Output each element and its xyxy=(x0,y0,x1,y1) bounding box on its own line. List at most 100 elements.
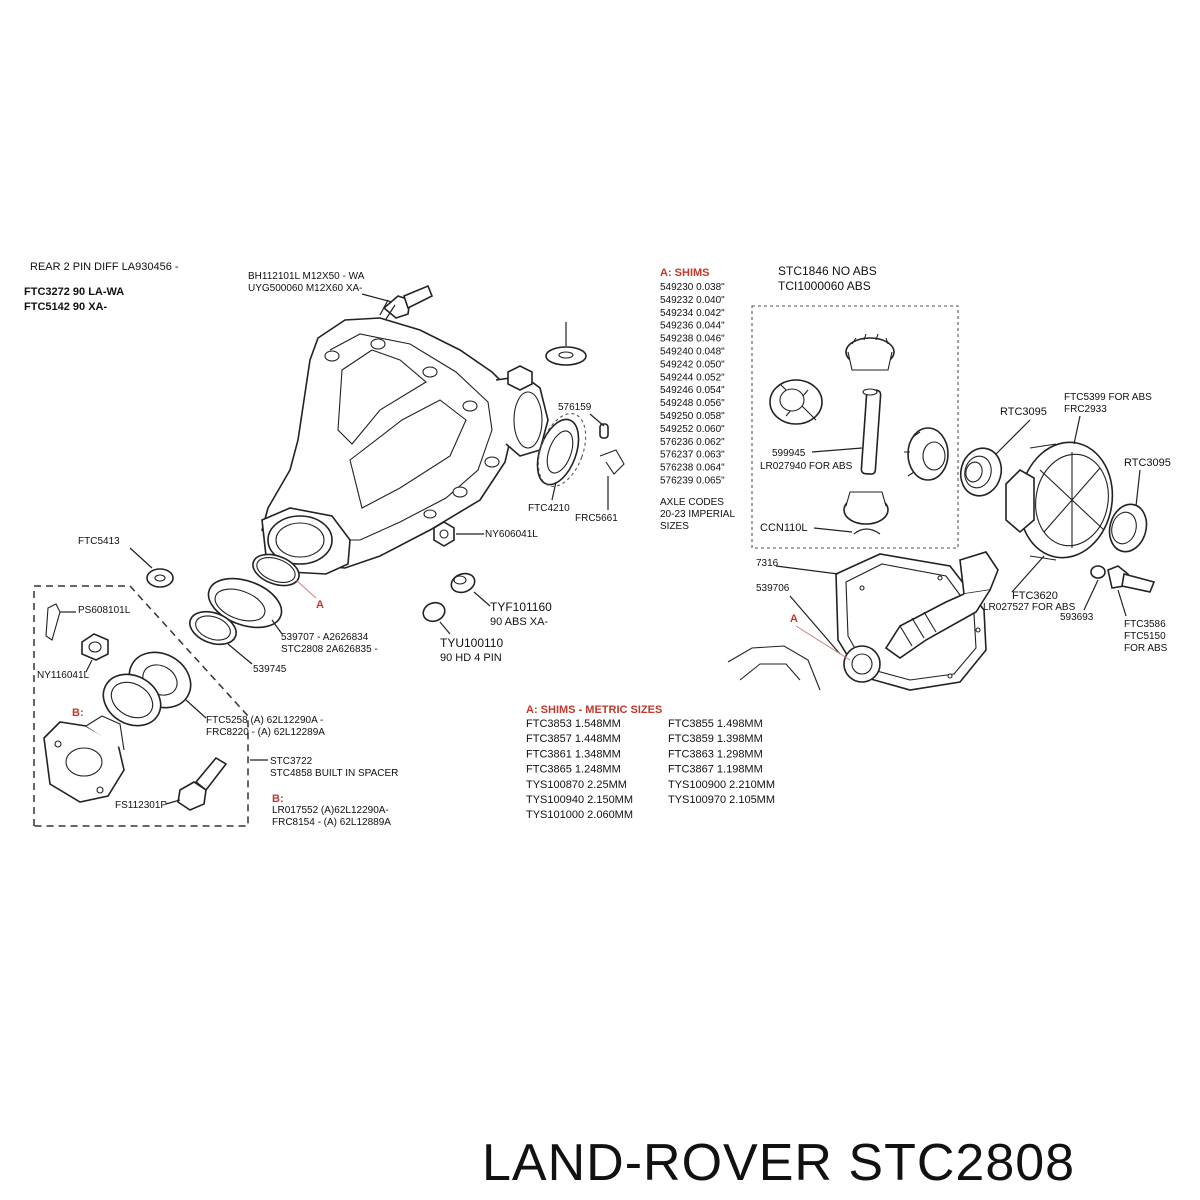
differential-housing xyxy=(261,317,549,575)
shims-imperial-title: A: SHIMS xyxy=(660,267,710,279)
label-ftc4210: FTC4210 xyxy=(528,503,570,514)
bolt-label-1: BH112101L M12X50 - WA xyxy=(248,271,365,282)
header-line-2: FTC3272 90 LA-WA xyxy=(24,286,124,298)
abs-ring xyxy=(536,413,587,487)
shim-row: TYS100970 2.105MM xyxy=(668,794,775,806)
label-539706: 539706 xyxy=(756,583,790,594)
circlip-ccn110l xyxy=(813,527,881,535)
shim-row: 576238 0.064" xyxy=(660,463,725,474)
label-tyu100110-2: 90 HD 4 PIN xyxy=(440,652,502,664)
flange-assembly-box xyxy=(33,585,249,827)
header-line-3: FTC5142 90 XA- xyxy=(24,301,107,313)
washer-593693 xyxy=(1083,565,1106,611)
label-ftc3586-3: FOR ABS xyxy=(1124,643,1168,654)
label-ftc5258-1: FTC5258 (A) 62L12290A - xyxy=(206,715,323,726)
label-ftc3620: FTC3620 xyxy=(1012,590,1058,602)
label-tyf101160-1: TYF101160 xyxy=(490,600,552,614)
bolt-ftc3586 xyxy=(1107,565,1156,617)
axle-codes-1: AXLE CODES xyxy=(660,497,724,508)
label-ftc5399-2: FRC2933 xyxy=(1064,404,1107,415)
label-ftc5399-1: FTC5399 FOR ABS xyxy=(1064,392,1152,403)
label-593693: 593693 xyxy=(1060,612,1094,623)
label-lr027940: LR027940 FOR ABS xyxy=(760,461,853,472)
washer-ftc5413 xyxy=(146,568,174,588)
label-599945: 599945 xyxy=(772,448,806,459)
shim-row: FTC3861 1.348MM xyxy=(526,748,621,760)
label-539707-1: 539707 - A2626834 xyxy=(281,632,369,643)
shim-row: 549248 0.056" xyxy=(660,398,725,409)
plug-tyu100110 xyxy=(422,601,451,635)
label-ftc3586-1: FTC3586 xyxy=(1124,619,1166,630)
washer-top xyxy=(545,322,587,366)
differential-carrier xyxy=(1005,441,1114,561)
shim-row: 576239 0.065" xyxy=(660,476,725,487)
shim-row: 549250 0.058" xyxy=(660,411,725,422)
label-rtc3095-b: RTC3095 xyxy=(1124,457,1171,469)
nut-ny116041l xyxy=(81,633,109,661)
label-ny606041l: NY606041L xyxy=(485,529,538,540)
shim-row: 549230 0.038" xyxy=(660,282,725,293)
drive-flange xyxy=(43,715,125,803)
shim-row: FTC3859 1.398MM xyxy=(668,733,763,745)
shims-imperial-list: 549230 0.038" 549232 0.040" 549234 0.042" 5… xyxy=(660,282,725,487)
shim-row: 549244 0.052" xyxy=(660,372,725,383)
bearing-rtc3095-right xyxy=(1108,503,1148,553)
nut-ny606041l xyxy=(433,521,484,547)
label-539745: 539745 xyxy=(253,664,287,675)
label-ftc3586-2: FTC5150 xyxy=(1124,631,1166,642)
shim-row: TYS100900 2.210MM xyxy=(668,779,775,791)
cross-shaft xyxy=(860,388,882,475)
shim-row: TYS100940 2.150MM xyxy=(526,794,633,806)
shim-row: FTC3863 1.298MM xyxy=(668,748,763,760)
shims-metric-title: A: SHIMS - METRIC SIZES xyxy=(526,704,662,716)
marker-b2: B: xyxy=(272,793,284,805)
marker-a-right: A xyxy=(790,613,798,625)
label-ny116041l: NY116041L xyxy=(37,670,90,681)
shim-row: TYS101000 2.060MM xyxy=(526,809,633,821)
pinion-bearing-ring xyxy=(843,645,881,683)
label-ftc5413: FTC5413 xyxy=(78,536,120,547)
label-fs112301p: FS112301P xyxy=(115,800,167,811)
plug-tyf101160 xyxy=(450,572,491,607)
clip-frc5661 xyxy=(599,449,625,475)
flange-bolt xyxy=(177,756,228,811)
shim-row: FTC3853 1.548MM xyxy=(526,718,621,730)
label-tyu100110-1: TYU100110 xyxy=(440,636,503,650)
shim-row: FTC3857 1.448MM xyxy=(526,733,621,745)
housing-fragment xyxy=(727,645,821,691)
shim-row: 549236 0.044" xyxy=(660,321,725,332)
pinion-shaft xyxy=(884,551,999,659)
label-539707-2: STC2808 2A626835 - xyxy=(281,644,378,655)
shim-row: 549234 0.042" xyxy=(660,308,725,319)
label-ccn110l: CCN110L xyxy=(760,522,808,534)
label-stc1846-1: STC1846 NO ABS xyxy=(778,264,877,278)
header-line-1: REAR 2 PIN DIFF LA930456 - xyxy=(30,261,179,273)
shim-row: 549238 0.046" xyxy=(660,334,725,345)
shim-row: 549232 0.040" xyxy=(660,295,725,306)
flange-spacer xyxy=(102,673,162,727)
pinion-gear-bottom xyxy=(843,491,889,525)
label-stc3722-2: STC4858 BUILT IN SPACER xyxy=(270,768,398,779)
shim-row: 549252 0.060" xyxy=(660,424,725,435)
top-bolt xyxy=(361,284,434,320)
pin-576159 xyxy=(599,423,609,439)
shim-row: 576236 0.062" xyxy=(660,437,725,448)
label-rtc3095-a: RTC3095 xyxy=(1000,406,1047,418)
marker-a-left: A xyxy=(316,599,324,611)
side-gear-right xyxy=(904,427,949,481)
label-576159: 576159 xyxy=(558,402,592,413)
marker-b: B: xyxy=(72,707,84,719)
o-ring-top xyxy=(252,553,300,587)
label-ps608101l: PS608101L xyxy=(78,605,131,616)
brand-title: LAND-ROVER STC2808 xyxy=(482,1134,1075,1192)
shim-row: 549246 0.054" xyxy=(660,385,725,396)
shim-row: FTC3865 1.248MM xyxy=(526,764,621,776)
side-gear-left xyxy=(769,379,823,425)
shims-metric-left: FTC3853 1.548MM FTC3857 1.448MM FTC3861 1.… xyxy=(526,718,633,821)
label-stc3722-1: STC3722 xyxy=(270,756,313,767)
label-7316: 7316 xyxy=(756,558,779,569)
label-frc5661: FRC5661 xyxy=(575,513,618,524)
axle-codes-3: SIZES xyxy=(660,521,689,532)
label-lr017552-2: FRC8154 - (A) 62L12889A xyxy=(272,817,391,828)
